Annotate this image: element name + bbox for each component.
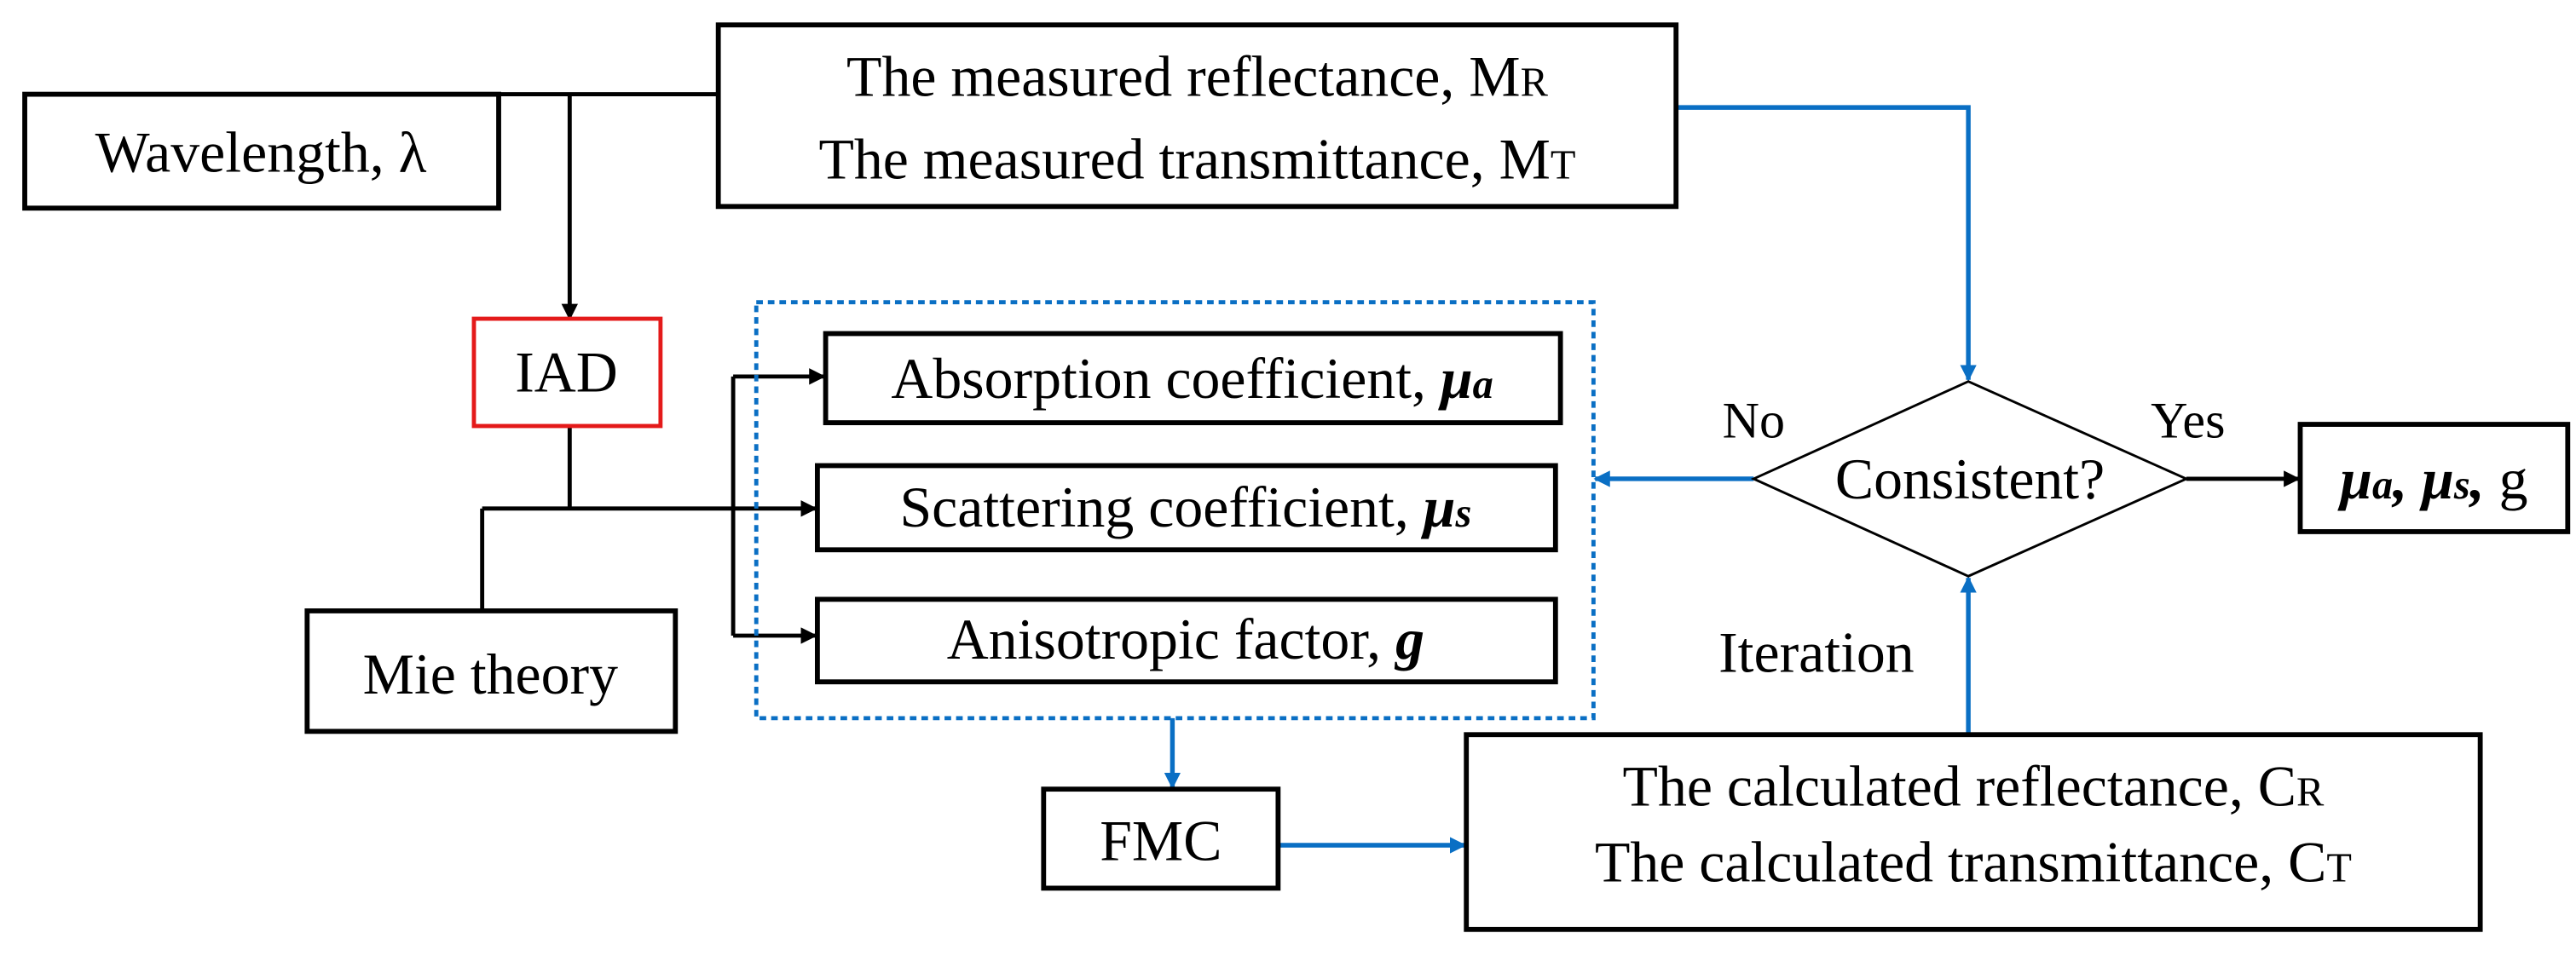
anisotropic-label: Anisotropic factor, g — [947, 608, 1424, 671]
node-absorption: Absorption coefficient, μa — [823, 331, 1563, 426]
yes-label: Yes — [2151, 392, 2225, 449]
node-iad: IAD — [471, 316, 663, 429]
black-connectors — [480, 92, 2301, 644]
node-decision: Consistent? — [1750, 380, 2190, 578]
node-mie-theory: Mie theory — [304, 608, 679, 734]
parameter-group — [754, 300, 1596, 721]
measured-reflectance-label: The measured reflectance, MR — [846, 45, 1549, 109]
node-scattering: Scattering coefficient, μs — [814, 463, 1558, 553]
node-measured: The measured reflectance, MR The measure… — [715, 22, 1679, 210]
node-fmc: FMC — [1041, 786, 1281, 891]
node-calculated: The calculated reflectance, CR The calcu… — [1464, 732, 2483, 932]
no-label: No — [1723, 392, 1785, 449]
result-label: μa, μs, g — [2337, 447, 2527, 511]
decision-label: Consistent? — [1835, 447, 2105, 511]
absorption-label: Absorption coefficient, μa — [891, 347, 1493, 411]
iad-label: IAD — [515, 340, 618, 404]
node-wavelength: Wavelength, λ — [22, 91, 501, 211]
edge-measured-decision — [1676, 105, 1977, 382]
fmc-label: FMC — [1100, 809, 1222, 872]
wavelength-label: Wavelength, λ — [95, 121, 427, 185]
node-result: μa, μs, g — [2297, 422, 2571, 534]
scattering-label: Scattering coefficient, μs — [899, 475, 1471, 539]
measured-transmittance-label: The measured transmittance, MT — [818, 127, 1575, 191]
calculated-transmittance-label: The calculated transmittance, CT — [1595, 831, 2352, 895]
mie-label: Mie theory — [363, 642, 618, 706]
calculated-reflectance-label: The calculated reflectance, CR — [1623, 755, 2325, 819]
iteration-label: Iteration — [1718, 621, 1915, 685]
blue-connectors — [1164, 105, 1977, 854]
node-anisotropic: Anisotropic factor, g — [814, 596, 1558, 685]
